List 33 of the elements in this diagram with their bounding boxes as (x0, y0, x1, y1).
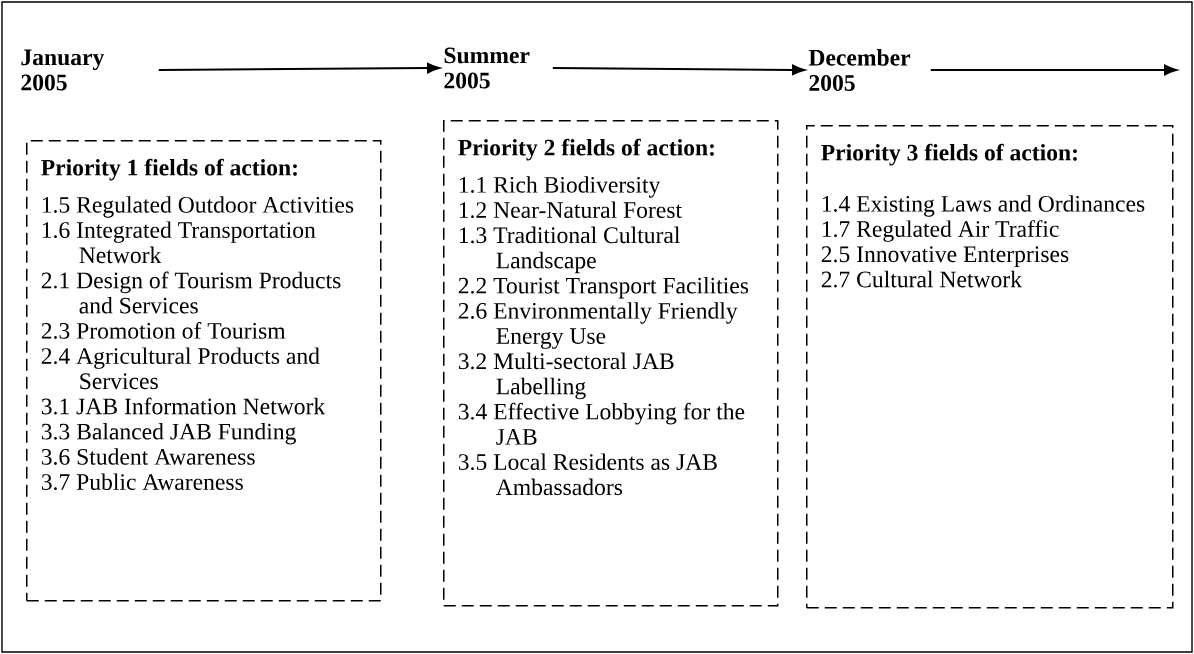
list-item: 1.3 Traditional Cultural Landscape (459, 226, 680, 274)
arrow (551, 64, 805, 76)
list-item: 2.2 Tourist Transport Facilities (458, 277, 749, 299)
list-item: 2.6 Environmentally Friendly Energy Use (458, 302, 738, 349)
list-item: 1.1 Rich Biodiversity (459, 176, 661, 198)
list-item: 2.5 Innovative Enterprises (821, 246, 1069, 267)
list-item: 3.7 Public Awareness (41, 473, 243, 491)
list-item: 2.1 Design of Tourism Products and Services (41, 271, 341, 314)
list-item: 1.5 Regulated Outdoor Activities (42, 196, 354, 218)
dashed-box (443, 120, 779, 607)
date-label: Summer 2005 (444, 47, 530, 89)
list-item: 3.3 Balanced JAB Funding (41, 423, 296, 445)
list-item: 1.4 Existing Laws and Ordinances (822, 195, 1145, 217)
arrow (929, 64, 1177, 76)
dashed-box (26, 140, 382, 602)
date-label: January 2005 (21, 49, 105, 91)
list-item: 3.5 Local Residents as JAB Ambassadors (458, 453, 717, 496)
list-item: 1.2 Near-Natural Forest (459, 201, 682, 219)
list-item: 1.6 Integrated Transportation Network (42, 221, 316, 264)
list-item: 3.2 Multi-sectoral JAB Labelling (458, 352, 674, 400)
list-item: 3.6 Student Awareness (41, 448, 255, 465)
list-item: 2.3 Promotion of Tourism (41, 322, 286, 339)
list-item: 3.4 Effective Lobbying for the JAB (458, 402, 745, 445)
list-item: 3.1 JAB Information Network (41, 397, 326, 415)
box-heading: Priority 2 fields of action: (458, 138, 714, 161)
box-heading: Priority 1 fields of action: (41, 158, 297, 181)
list-item: 2.4 Agricultural Products and Services (41, 347, 320, 390)
dashed-box (806, 125, 1174, 609)
list-item: 1.7 Regulated Air Traffic (822, 220, 1059, 242)
list-item: 2.7 Cultural Network (821, 270, 1022, 288)
date-label: December 2005 (808, 49, 911, 91)
box-heading: Priority 3 fields of action: (821, 143, 1077, 166)
arrow (157, 62, 440, 74)
